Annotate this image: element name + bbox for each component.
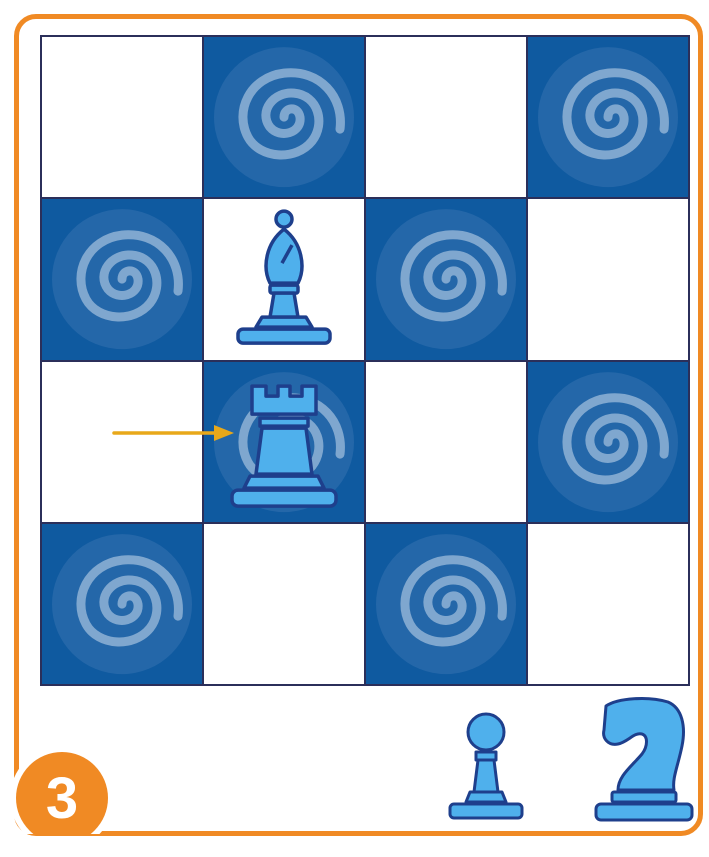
puzzle-number-badge: 3 <box>8 748 120 834</box>
swirl-icon <box>528 362 688 522</box>
swirl-icon <box>204 37 364 197</box>
square-r4-c3[interactable] <box>365 523 527 685</box>
square-r3-c4[interactable] <box>527 361 689 523</box>
square-r1-c3[interactable] <box>365 36 527 198</box>
square-r4-c1[interactable] <box>41 523 203 685</box>
square-r2-c4[interactable] <box>527 198 689 360</box>
swirl-icon <box>42 199 202 359</box>
square-r4-c4[interactable] <box>527 523 689 685</box>
square-r4-c2[interactable] <box>203 523 365 685</box>
swirl-icon <box>366 524 526 684</box>
arrow-right-icon <box>112 420 236 446</box>
swirl-icon <box>42 524 202 684</box>
square-r2-c1[interactable] <box>41 198 203 360</box>
swirl-icon <box>366 199 526 359</box>
square-r1-c2[interactable] <box>203 36 365 198</box>
square-r1-c4[interactable] <box>527 36 689 198</box>
puzzle-number: 3 <box>46 766 78 831</box>
chess-board <box>40 35 690 686</box>
square-r2-c3[interactable] <box>365 198 527 360</box>
pawn-icon[interactable] <box>440 700 532 828</box>
swirl-icon <box>528 37 688 197</box>
square-r3-c3[interactable] <box>365 361 527 523</box>
knight-icon[interactable] <box>588 692 696 830</box>
bishop-icon[interactable] <box>204 199 364 359</box>
square-r2-c2[interactable] <box>203 198 365 360</box>
square-r1-c1[interactable] <box>41 36 203 198</box>
